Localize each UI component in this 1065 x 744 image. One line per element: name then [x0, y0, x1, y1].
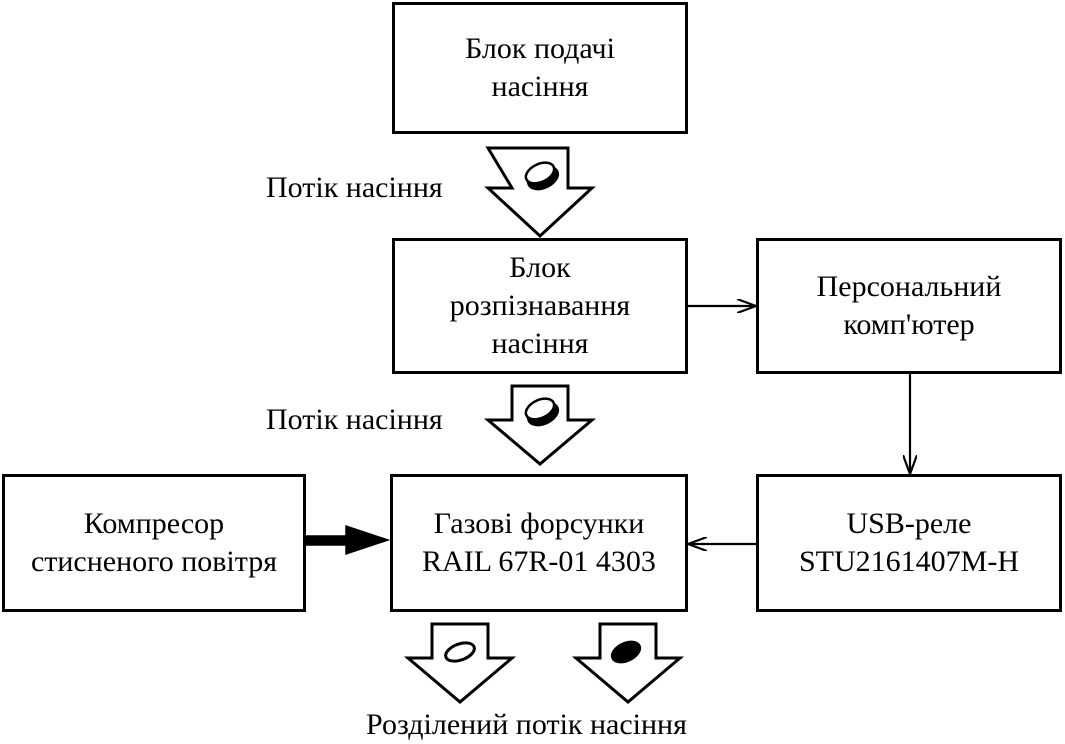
personal-computer-block: Персональний комп'ютер	[756, 238, 1062, 374]
seed-feed-label: Блок подачі насіння	[465, 32, 615, 103]
arrow-compressor-to-injectors	[304, 524, 391, 556]
gas-injectors-block: Газові форсунки RAIL 67R-01 4303	[390, 474, 688, 612]
seed-flow-label-1: Потік насіння	[266, 171, 443, 204]
seed-flow-arrow-1	[484, 146, 596, 239]
gas-injectors-label: Газові форсунки RAIL 67R-01 4303	[422, 507, 656, 578]
seed-icon-dark	[610, 640, 642, 664]
separated-flow-arrow-right	[571, 622, 685, 704]
seed-icon-outline	[444, 641, 476, 663]
separated-flow-label: Розділений потік насіння	[366, 708, 687, 741]
seed-recognition-label: Блок розпізнавання насіння	[449, 251, 631, 360]
personal-computer-label: Персональний комп'ютер	[816, 270, 1002, 341]
seed-icon-outline	[524, 397, 556, 421]
usb-relay-block: USB-реле STU2161407M-H	[756, 474, 1062, 612]
compressor-block: Компресор стисненого повітря	[2, 474, 306, 612]
usb-relay-label: USB-реле STU2161407M-H	[798, 507, 1019, 578]
seed-recognition-block: Блок розпізнавання насіння	[392, 238, 688, 374]
separated-flow-arrow-left	[403, 622, 517, 704]
seed-icon-outline	[524, 161, 556, 185]
seed-flow-label-2: Потік насіння	[266, 403, 443, 436]
seed-feed-block: Блок подачі насіння	[392, 2, 688, 134]
compressor-label: Компресор стисненого повітря	[30, 507, 278, 578]
